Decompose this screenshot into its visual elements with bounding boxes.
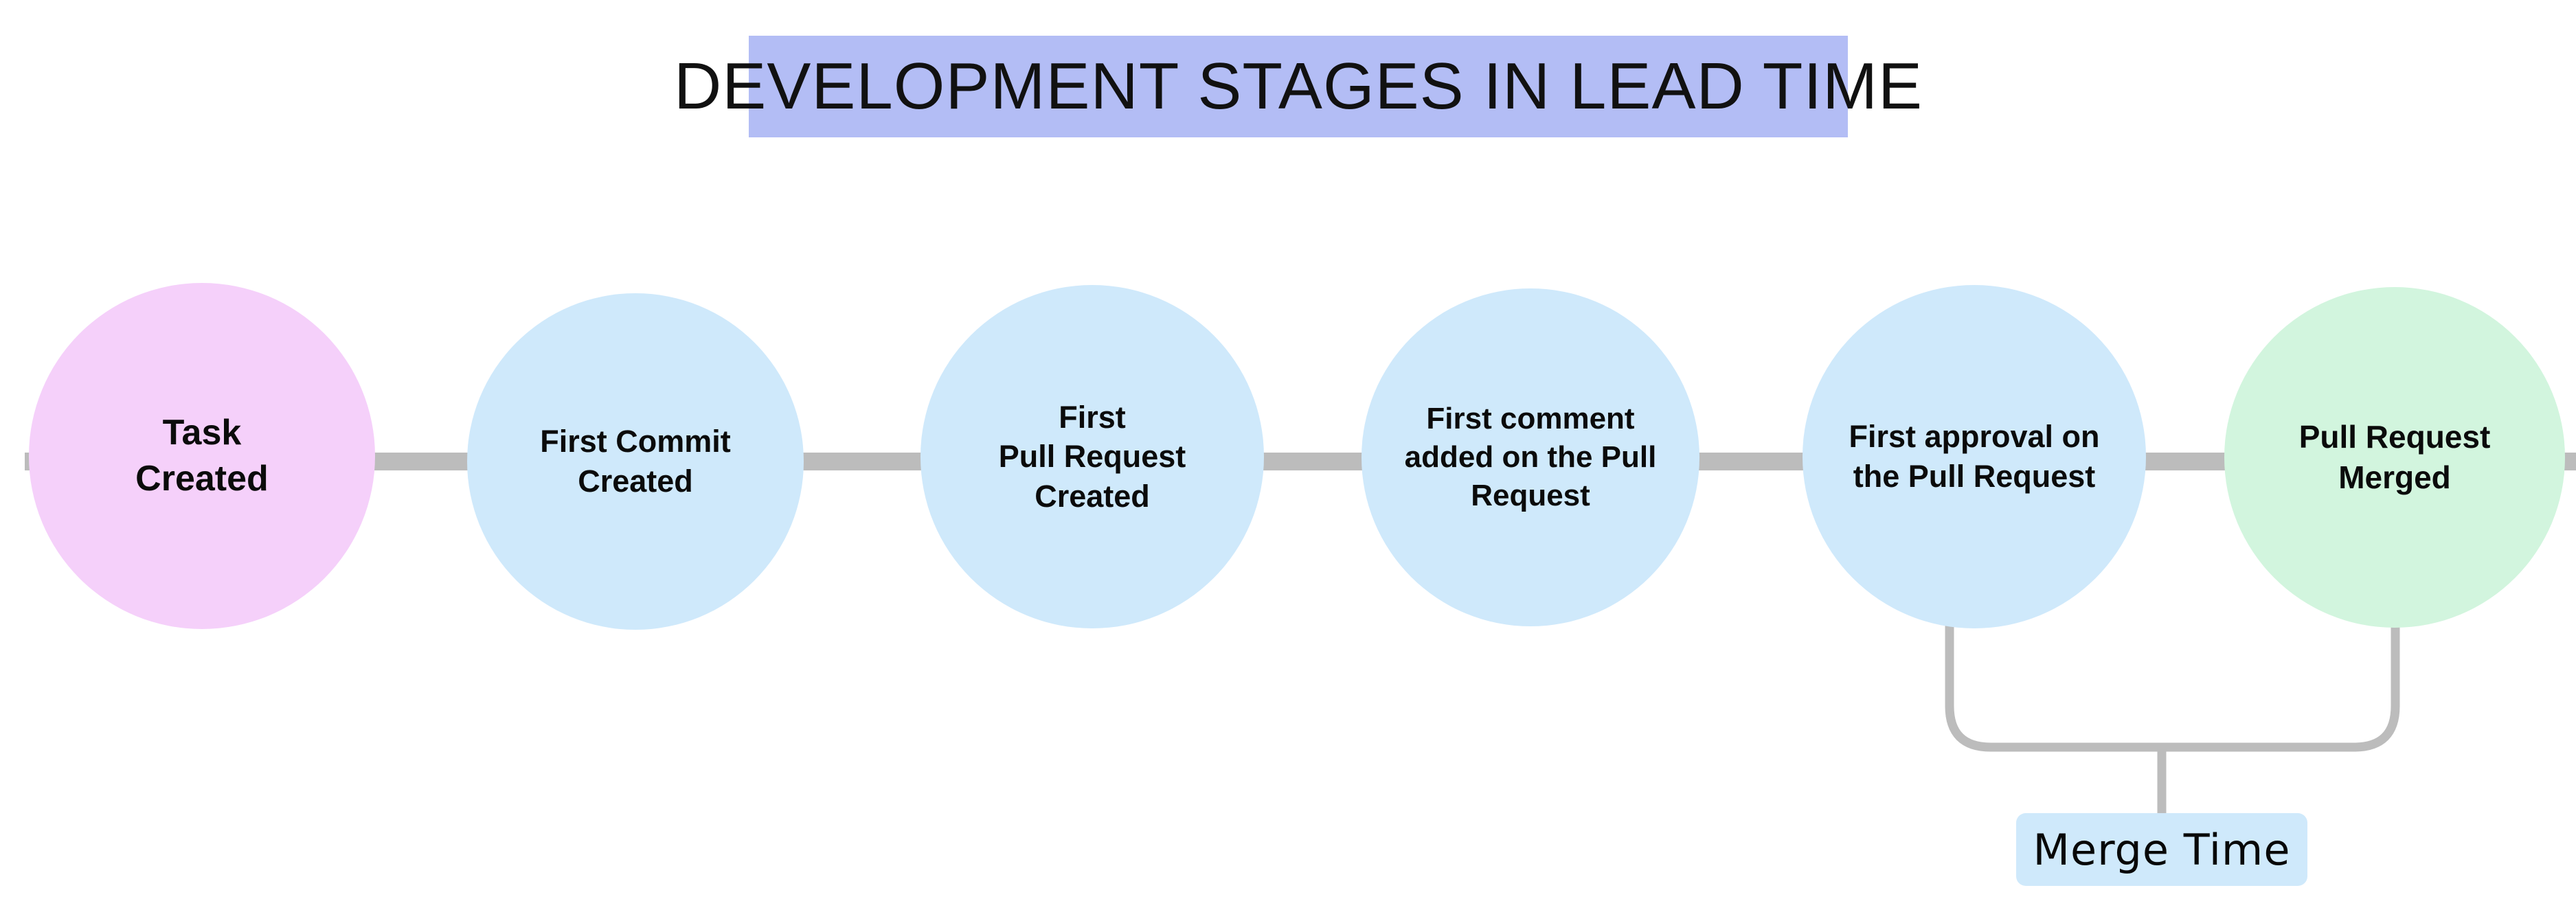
- connector-bar-2: [797, 453, 930, 470]
- stage-node-first-approval[interactable]: First approval on the Pull Request: [1803, 285, 2146, 628]
- merge-time-label: Merge Time: [2033, 824, 2291, 875]
- stage-label: First comment added on the Pull Request: [1404, 401, 1657, 513]
- stage-label: First approval on the Pull Request: [1849, 419, 2100, 494]
- merge-time-badge[interactable]: Merge Time: [2016, 813, 2307, 886]
- stage-label: Task Created: [135, 413, 269, 499]
- stage-label: Pull Request Merged: [2298, 419, 2491, 495]
- diagram-title-box: DEVELOPMENT STAGES IN LEAD TIME: [674, 36, 1922, 137]
- stage-node-first-pull-request-created[interactable]: First Pull Request Created: [920, 285, 1264, 628]
- stage-node-first-commit-created[interactable]: First Commit Created: [467, 293, 804, 630]
- stage-node-pull-request-merged[interactable]: Pull Request Merged: [2224, 287, 2565, 628]
- stage-node-first-comment-added[interactable]: First comment added on the Pull Request: [1362, 288, 1699, 626]
- connector-bar-4: [1679, 453, 1812, 470]
- stage-label: First Commit Created: [540, 424, 731, 499]
- page-title: DEVELOPMENT STAGES IN LEAD TIME: [673, 49, 1923, 123]
- stage-label: First Pull Request Created: [998, 399, 1186, 514]
- stage-node-task-created[interactable]: Task Created: [29, 283, 375, 629]
